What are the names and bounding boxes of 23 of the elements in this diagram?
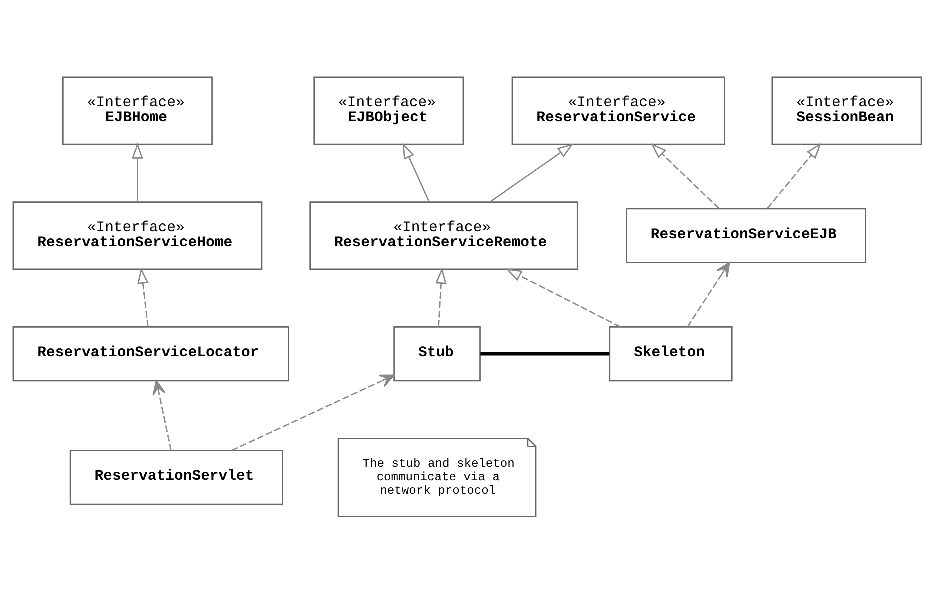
node-box: ReservationServlet bbox=[70, 450, 284, 506]
node-box: «Interface» EJBObject bbox=[314, 76, 464, 146]
arrow bbox=[402, 142, 430, 202]
node-box: ReservationServiceEJB bbox=[626, 208, 866, 264]
arrow bbox=[232, 374, 395, 452]
arrow bbox=[651, 143, 720, 210]
arrow bbox=[767, 143, 822, 210]
arrow bbox=[138, 268, 149, 328]
node-box: ReservationServiceLocator bbox=[12, 326, 290, 382]
arrow bbox=[436, 268, 447, 328]
arrow bbox=[132, 142, 144, 202]
connector bbox=[480, 352, 610, 356]
node-box: «Interface» ReservationServiceHome bbox=[12, 202, 263, 270]
node-box: «Interface» EJBHome bbox=[62, 76, 213, 146]
arrow bbox=[490, 144, 574, 203]
arrow bbox=[506, 268, 621, 328]
arrow bbox=[687, 262, 730, 328]
node-box: Stub bbox=[394, 326, 481, 382]
node-box: «Interface» ReservationServiceRemote bbox=[310, 202, 578, 270]
node-box: «Interface» ReservationService bbox=[512, 76, 726, 146]
node-box: «Interface» SessionBean bbox=[772, 76, 922, 146]
arrow bbox=[152, 380, 172, 451]
node-box: Skeleton bbox=[609, 326, 733, 382]
